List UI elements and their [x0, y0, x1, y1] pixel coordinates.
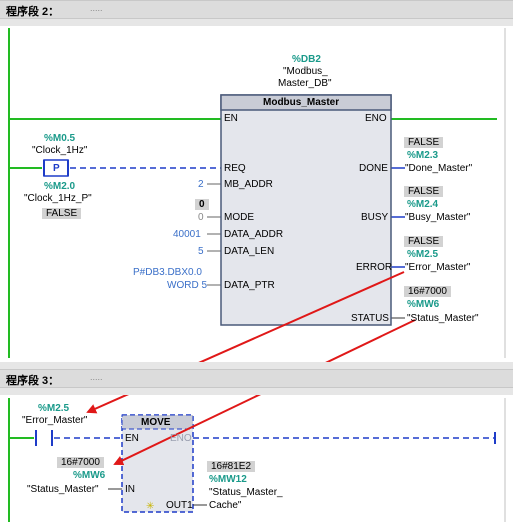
move-block-title[interactable]: MOVE [141, 417, 171, 428]
segment-3-title: 程序段 3： [6, 375, 60, 387]
move-pin-in: IN [125, 484, 135, 495]
data-len-value[interactable]: 5 [198, 246, 204, 257]
error-state: FALSE [404, 236, 444, 247]
mode-state: 0 [195, 199, 209, 210]
error-name[interactable]: "Error_Master" [405, 262, 471, 273]
mode-value[interactable]: 0 [198, 212, 204, 223]
move-block-body [121, 414, 194, 513]
out1-star-icon: ✳ [146, 501, 154, 512]
move-pin-eno: ENO [170, 433, 192, 444]
edge-memory-name[interactable]: "Clock_1Hz_P" [24, 193, 92, 204]
segment-3-top-separator [0, 362, 513, 369]
data-ptr-value-line2[interactable]: WORD 5 [167, 280, 207, 291]
move-out-name-line2[interactable]: Cache" [209, 500, 242, 511]
busy-state: FALSE [404, 186, 444, 197]
seg3-contact-address: %M2.5 [38, 403, 70, 414]
pin-mb-addr: MB_ADDR [224, 179, 273, 190]
status-state: 16#7000 [404, 286, 451, 297]
move-out-address: %MW12 [209, 474, 247, 485]
pin-eno: ENO [365, 113, 387, 124]
move-out-state: 16#81E2 [207, 461, 256, 472]
seg3-contact-name[interactable]: "Error_Master" [22, 415, 88, 426]
pin-error: ERROR [356, 262, 393, 273]
pin-busy: BUSY [361, 212, 389, 223]
status-name[interactable]: "Status_Master" [407, 313, 479, 324]
modbus-master-block-title[interactable]: Modbus_Master [263, 97, 340, 108]
segment-2-separator [0, 19, 513, 26]
segment-2-title: 程序段 2： [6, 6, 60, 18]
pin-mode: MODE [224, 212, 254, 223]
move-pin-en: EN [125, 433, 139, 444]
p-contact-symbol[interactable]: P [53, 163, 60, 174]
instance-db-address: %DB2 [292, 54, 321, 65]
pin-data-len: DATA_LEN [224, 246, 275, 257]
segment-2-header[interactable]: 程序段 2： ..... [0, 0, 513, 19]
segment-3-separator [0, 388, 513, 395]
mb-addr-value[interactable]: 2 [198, 179, 204, 190]
move-in-state: 16#7000 [57, 457, 104, 468]
modbus-master-block-header [220, 94, 392, 111]
segment-2-comment[interactable]: ..... [90, 3, 103, 13]
edge-memory-state: FALSE [42, 208, 82, 219]
move-out-name-line1[interactable]: "Status_Master_ [209, 487, 283, 498]
pin-status: STATUS [351, 313, 389, 324]
status-address: %MW6 [407, 299, 440, 310]
edge-memory-address: %M2.0 [44, 181, 76, 192]
move-block-header [121, 414, 194, 430]
instance-db-name-line1[interactable]: "Modbus_ [283, 66, 328, 77]
error-address: %M2.5 [407, 249, 439, 260]
move-in-address: %MW6 [73, 470, 106, 481]
pin-en: EN [224, 113, 238, 124]
done-state: FALSE [404, 137, 444, 148]
segment-3-comment[interactable]: ..... [90, 372, 103, 382]
data-ptr-value-line1[interactable]: P#DB3.DBX0.0 [133, 267, 202, 278]
done-name[interactable]: "Done_Master" [405, 163, 473, 174]
pin-data-ptr: DATA_PTR [224, 280, 275, 291]
segment-3-header[interactable]: 程序段 3： ..... [0, 369, 513, 388]
pin-data-addr: DATA_ADDR [224, 229, 284, 240]
pin-req: REQ [224, 163, 246, 174]
pin-done: DONE [359, 163, 388, 174]
move-in-name[interactable]: "Status_Master" [27, 484, 99, 495]
modbus-master-block-body [220, 94, 392, 326]
move-pin-out1: OUT1 [166, 500, 193, 511]
data-addr-value[interactable]: 40001 [173, 229, 201, 240]
busy-address: %M2.4 [407, 199, 439, 210]
req-contact-address: %M0.5 [44, 133, 76, 144]
busy-name[interactable]: "Busy_Master" [405, 212, 471, 223]
instance-db-name-line2[interactable]: Master_DB" [278, 78, 332, 89]
req-contact-name[interactable]: "Clock_1Hz" [32, 145, 88, 156]
done-address: %M2.3 [407, 150, 439, 161]
